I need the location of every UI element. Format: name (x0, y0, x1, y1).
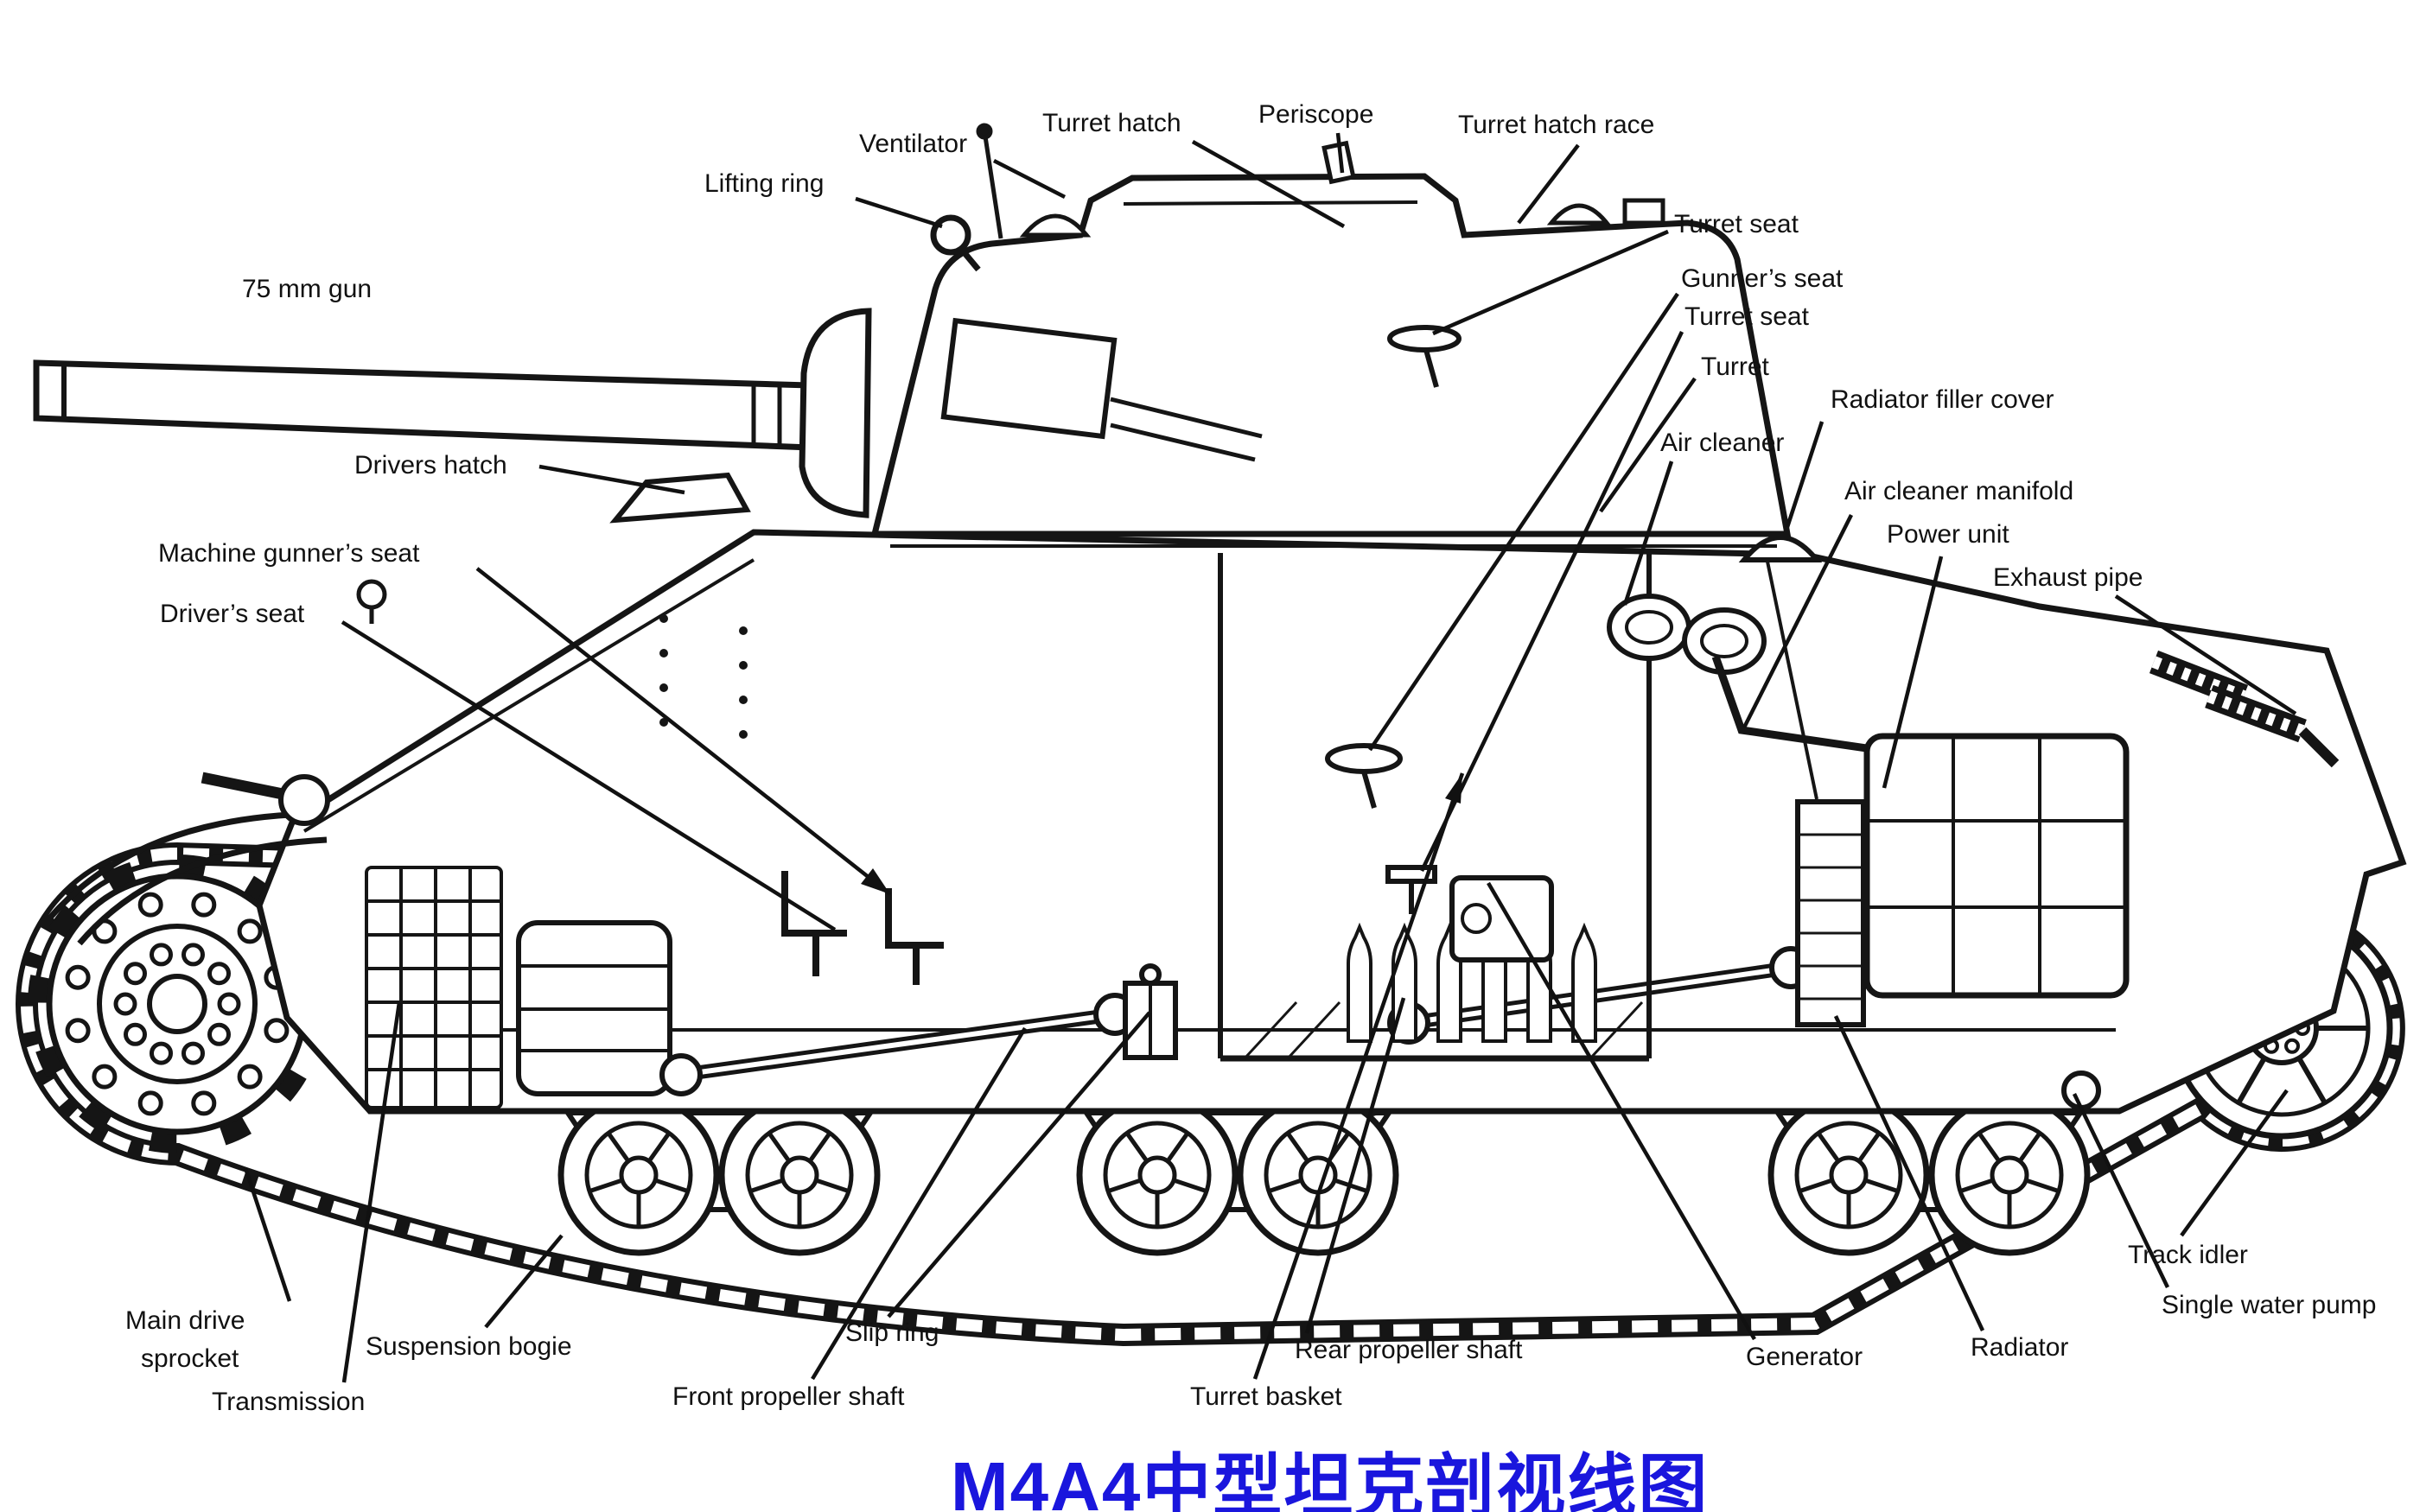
label-generator: Generator (1746, 1343, 1863, 1371)
label-turret-hatch: Turret hatch (1042, 109, 1181, 137)
label-front-propeller-shaft: Front propeller shaft (672, 1382, 905, 1411)
diagram-caption: M4A4中型坦克剖视线图 (951, 1448, 1710, 1512)
hull-rivets (659, 614, 748, 739)
label-ventilator: Ventilator (859, 130, 968, 158)
air-cleaner-manifold-pipe (1711, 655, 1868, 753)
label-transmission: Transmission (212, 1388, 366, 1416)
leader-line (1487, 881, 1756, 1341)
leader-line (484, 1234, 564, 1329)
leader-line (811, 1026, 1027, 1381)
final-drive-grid (365, 866, 503, 1109)
label-rear-propeller-shaft: Rear propeller shaft (1295, 1336, 1523, 1364)
label-75mm-gun: 75 mm gun (242, 275, 373, 303)
turret-shape (870, 123, 1792, 548)
leader-line (1785, 421, 1825, 528)
leader-arrowhead (861, 868, 890, 894)
label-main-drive-sprocket-2: sprocket (141, 1344, 239, 1373)
label-single-water-pump: Single water pump (2162, 1291, 2377, 1319)
label-periscope: Periscope (1258, 100, 1374, 129)
label-turret-seat-lower: Turret seat (1684, 302, 1809, 331)
leader-line (538, 464, 685, 495)
leader-line (1599, 377, 1697, 513)
leader-line (1622, 461, 1674, 606)
label-track-idler: Track idler (2128, 1241, 2248, 1269)
ventilator-dome (1019, 213, 1092, 238)
label-main-drive-sprocket: Main drive (125, 1306, 245, 1335)
front-fender (48, 810, 317, 920)
radiator-filler-dome (1738, 535, 1823, 800)
leader-line (341, 1001, 402, 1383)
leader-line (855, 196, 943, 229)
leader-line (1191, 140, 1346, 228)
leader-line (992, 158, 1067, 200)
leader-line (341, 620, 837, 931)
leader-line (243, 1167, 292, 1302)
label-lifting-ring: Lifting ring (704, 169, 825, 198)
antenna (976, 123, 1003, 239)
label-radiator: Radiator (1971, 1333, 2069, 1362)
label-turret-basket: Turret basket (1190, 1382, 1342, 1411)
leader-line (1368, 292, 1679, 752)
label-drivers-seat: Driver’s seat (160, 600, 305, 628)
leader-line (475, 567, 892, 896)
headlight (356, 579, 387, 610)
label-turret-seat-upper: Turret seat (1674, 210, 1799, 238)
mantlet (799, 308, 872, 518)
leader-line (1419, 331, 1684, 872)
leader-line (1432, 229, 1669, 336)
gun-barrel (33, 359, 814, 451)
label-gunners-seat: Gunner’s seat (1681, 264, 1844, 293)
label-turret-hatch-race: Turret hatch race (1458, 111, 1655, 139)
label-air-cleaner: Air cleaner (1660, 429, 1785, 457)
engine-block (1863, 733, 2130, 999)
turret-hatch-shape (1123, 200, 1418, 206)
leader-line (1304, 997, 1406, 1334)
leader-arrowhead (1445, 773, 1462, 804)
air-cleaner-cylinders (1607, 594, 1767, 675)
label-turret: Turret (1701, 353, 1769, 381)
mg-seat-shape (885, 888, 944, 985)
leader-line (1335, 132, 1345, 174)
leader-line (2180, 1089, 2289, 1237)
rear-roof-dome (1546, 203, 1612, 226)
label-radiator-filler-cover: Radiator filler cover (1831, 385, 2054, 414)
turret-seat-shape (1387, 325, 1462, 388)
water-pump (2061, 1070, 2101, 1110)
leader-line (2072, 1093, 2170, 1288)
leader-line (887, 1011, 1151, 1318)
gunners-seat-shape (1325, 743, 1403, 809)
label-drivers-hatch: Drivers hatch (354, 451, 507, 480)
label-exhaust-pipe: Exhaust pipe (1993, 563, 2143, 592)
lifting-ring-shape (930, 214, 981, 272)
track (15, 842, 2405, 1347)
leader-line (1252, 772, 1465, 1380)
rear-roof-box (1622, 198, 1665, 226)
label-power-unit: Power unit (1887, 520, 2009, 549)
leader-line (1882, 556, 1944, 789)
leader-lines (243, 132, 2297, 1383)
label-air-cleaner-manifold: Air cleaner manifold (1844, 477, 2074, 505)
gun-breech (940, 317, 1263, 462)
road-wheels (557, 1094, 2091, 1256)
leader-line (2114, 594, 2297, 715)
radiator-block (1795, 799, 1866, 1027)
bow-machine-gun (201, 772, 289, 801)
generator-box (1449, 875, 1554, 962)
leader-line (1742, 513, 1854, 729)
periscope-knob (1321, 140, 1356, 185)
leader-line (1833, 1015, 1985, 1331)
exhaust-flex-pipes (2149, 650, 2340, 768)
label-machine-gunners-seat: Machine gunner’s seat (158, 539, 420, 568)
label-slip-ring: Slip ring (845, 1318, 939, 1347)
driver-seat-shape (781, 871, 847, 976)
label-suspension-bogie: Suspension bogie (366, 1332, 572, 1361)
leader-line (1517, 143, 1580, 225)
slip-ring-shape (1123, 963, 1178, 1060)
transmission-box (516, 920, 672, 1096)
